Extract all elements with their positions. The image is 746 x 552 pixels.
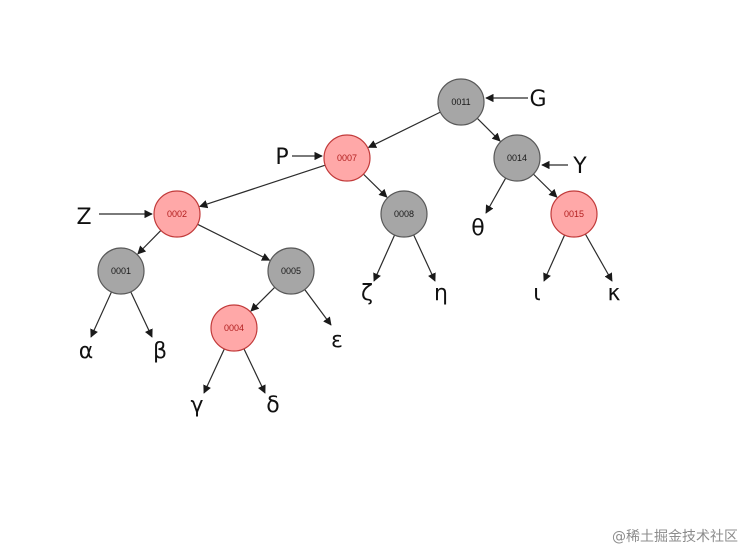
edge-n02-n05 [197, 223, 271, 261]
node-label: 0005 [281, 266, 301, 276]
edge-n11-n07 [367, 111, 441, 148]
leaf-edge-zeta [373, 234, 396, 282]
edge-n07-n02 [198, 164, 326, 209]
node-0001: 0001 [97, 247, 145, 295]
node-0005: 0005 [267, 247, 315, 295]
node-label: 0007 [337, 153, 357, 163]
node-circle [493, 134, 541, 182]
node-label: 0014 [507, 153, 527, 163]
pointer-label-Y: Y [572, 154, 587, 179]
watermark: @稀土掘金技术社区 [612, 529, 738, 545]
node-circle [153, 190, 201, 238]
leaf-label-alpha: α [79, 339, 94, 364]
node-0007: 0007 [323, 134, 371, 182]
leaf-edge-alpha [90, 291, 113, 338]
node-circle [210, 304, 258, 352]
leaf-label-beta: β [153, 339, 167, 364]
leaf-label-zeta: ζ [361, 281, 373, 306]
node-label: 0015 [564, 209, 584, 219]
edge-n11-n14 [476, 117, 501, 142]
node-circle [97, 247, 145, 295]
edge-n07-n08 [362, 173, 388, 198]
node-label: 0002 [167, 209, 187, 219]
edge-n05-n04 [250, 286, 276, 312]
leaf-edge-eta [413, 234, 436, 282]
node-circle [323, 134, 371, 182]
edge-n14-n15 [532, 173, 558, 198]
leaf-edge-kappa [584, 233, 613, 282]
leaf-label-epsilon: ε [331, 328, 343, 353]
node-0011: 0011 [437, 78, 485, 126]
nodes-layer: 0011 0007 0014 0002 0008 0015 0001 0005 0004 [97, 78, 598, 352]
node-0002: 0002 [153, 190, 201, 238]
leaf-edge-epsilon [304, 289, 332, 326]
node-label: 0001 [111, 266, 131, 276]
edge-n02-n01 [137, 229, 162, 255]
leaf-edge-delta [243, 348, 266, 394]
leaf-label-gamma: γ [190, 393, 203, 418]
node-0008: 0008 [380, 190, 428, 238]
node-0014: 0014 [493, 134, 541, 182]
node-label: 0004 [224, 323, 244, 333]
node-circle [380, 190, 428, 238]
edges-layer [90, 93, 613, 394]
node-circle [550, 190, 598, 238]
leaf-label-theta: θ [471, 216, 484, 241]
leaf-edge-gamma [203, 348, 225, 394]
leaf-label-delta: δ [266, 393, 279, 418]
pointer-label-P: P [275, 145, 288, 170]
leaf-label-iota: ι [533, 281, 540, 306]
leaf-label-eta: η [434, 281, 448, 306]
node-0004: 0004 [210, 304, 258, 352]
pointer-label-Z: Z [76, 205, 91, 230]
leaf-edge-iota [543, 234, 566, 282]
labels-layer: α β γ δ εζ η θ ι κ G P Y Z [76, 87, 620, 418]
node-label: 0008 [394, 209, 414, 219]
node-circle [437, 78, 485, 126]
leaf-edge-beta [130, 291, 153, 338]
node-label: 0011 [451, 97, 470, 107]
leaf-edge-theta [485, 177, 507, 214]
leaf-label-kappa: κ [608, 281, 621, 306]
pointer-label-G: G [529, 87, 546, 112]
node-0015: 0015 [550, 190, 598, 238]
node-circle [267, 247, 315, 295]
